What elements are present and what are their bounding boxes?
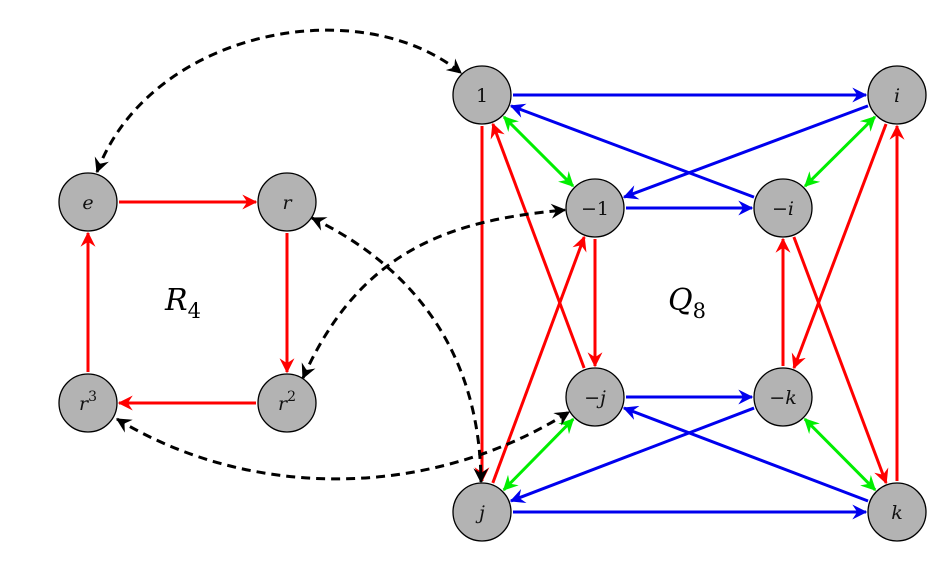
node-label-base: −k [769, 387, 796, 409]
node-label-base: e [82, 192, 93, 214]
edge-k-to-mj [622, 405, 869, 503]
node-label-base: −i [772, 198, 794, 220]
node-r3: r3 [58, 373, 118, 433]
group-label-r4-subscript: 4 [188, 299, 201, 323]
node-circle [58, 373, 118, 433]
edge-mk-to-j [509, 406, 755, 504]
group-label-r4: R4 [164, 283, 201, 323]
node-circle [452, 65, 512, 125]
node-label: −1 [581, 198, 609, 220]
node-circle [753, 367, 813, 427]
node-i: i [867, 65, 927, 125]
node-label-base: r [79, 393, 90, 415]
node-label: r3 [79, 389, 97, 415]
mapping-r-to-j [310, 216, 489, 484]
node-label: i [894, 85, 900, 107]
node-r2: r2 [257, 373, 317, 433]
group-label-q8-subscript: 8 [693, 299, 706, 323]
node-label: r2 [278, 389, 296, 415]
edge-i-to-mk [791, 123, 888, 370]
node-mi: −i [753, 178, 813, 238]
node-circle [565, 367, 625, 427]
node-mk: −k [753, 367, 813, 427]
mapping-r2-to-m1 [301, 203, 567, 380]
node-mj: −j [565, 367, 625, 427]
node-label: −k [769, 387, 796, 409]
node-label: e [82, 192, 93, 214]
edge-i-to-m1 [622, 104, 869, 200]
node-label-superscript: 3 [88, 389, 97, 405]
node-label-base: j [475, 502, 485, 524]
edge-mi-to-1 [509, 103, 755, 199]
node-label-base: k [891, 502, 903, 524]
edge-j-to-m1 [491, 235, 587, 484]
node-e: e [58, 172, 118, 232]
node-circle [257, 172, 317, 232]
group-label-q8-name: Q [668, 283, 693, 318]
node-label-base: −1 [581, 198, 609, 220]
node-label-base: i [894, 85, 900, 107]
node-label-base: r [282, 192, 293, 214]
edge-mi-to-k [792, 236, 889, 485]
edge-mj-to-1 [490, 122, 586, 369]
node-k: k [867, 482, 927, 542]
node-m1: −1 [565, 178, 625, 238]
node-label-superscript: 2 [287, 389, 296, 405]
node-label: r [282, 192, 293, 214]
mappings-layer [94, 28, 571, 484]
node-circle [867, 482, 927, 542]
edge-k-to-mk [803, 417, 877, 492]
node-circle [565, 178, 625, 238]
node-r: r [257, 172, 317, 232]
node-label: 1 [476, 85, 488, 107]
node-label: −i [772, 198, 794, 220]
node-circle [58, 172, 118, 232]
node-circle [452, 482, 512, 542]
node-j: j [452, 482, 512, 542]
node-label: j [475, 502, 485, 524]
node-label-base: −j [584, 387, 606, 409]
group-label-r4-name: R [164, 283, 188, 318]
node-circle [867, 65, 927, 125]
node-circle [257, 373, 317, 433]
node-1: 1 [452, 65, 512, 125]
node-label: −j [584, 387, 606, 409]
node-label-base: 1 [476, 85, 488, 107]
node-label-base: r [278, 393, 289, 415]
edge-1-to-m1 [502, 115, 575, 188]
node-circle [753, 178, 813, 238]
edge-i-to-mi [803, 115, 877, 188]
mapping-e-to-1 [94, 28, 462, 174]
mapping-r3-to-mj [115, 410, 571, 481]
node-label: k [891, 502, 903, 524]
group-label-q8: Q8 [668, 283, 706, 323]
